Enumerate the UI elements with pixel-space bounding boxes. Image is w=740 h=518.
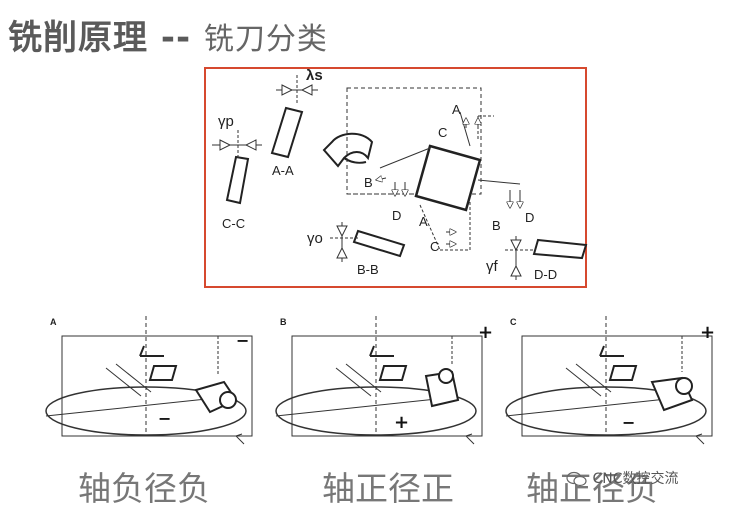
label-gamma-o: γo	[307, 230, 323, 247]
label-gamma-f: γf	[486, 258, 499, 275]
caption-panel-a: 轴负径负	[78, 469, 210, 508]
label-a-bottom: A	[419, 214, 428, 229]
rotation-arrow-icon	[322, 132, 374, 168]
panel-c-sign-top: +	[700, 322, 715, 343]
section-dd: γf D-D	[486, 236, 588, 282]
label-c-top: C	[438, 125, 447, 140]
panel-b-sign-bottom: +	[394, 412, 409, 433]
label-a-top: A	[452, 102, 461, 117]
panel-b-letter: B	[280, 317, 287, 327]
central-insert: A C B D A C B D	[346, 87, 534, 254]
panel-c: C + −	[505, 316, 715, 445]
wechat-icon	[566, 471, 587, 487]
label-lambda-s: λs	[306, 67, 323, 84]
label-dd: D-D	[534, 267, 557, 282]
panel-a: A − −	[45, 316, 253, 445]
section-aa: λs A-A	[270, 67, 323, 178]
label-aa: A-A	[272, 163, 294, 178]
label-c-bottom: C	[430, 239, 439, 254]
label-d-left: D	[392, 208, 401, 223]
panel-c-letter: C	[510, 317, 517, 327]
panel-a-letter: A	[50, 317, 57, 327]
panel-c-sign-bottom: −	[622, 413, 635, 432]
panel-a-sign-bottom: −	[158, 409, 171, 428]
diagram-frame	[204, 67, 587, 288]
label-gamma-p: γp	[218, 113, 234, 130]
panel-b-sign-top: +	[478, 322, 493, 343]
label-cc: C-C	[222, 216, 245, 231]
watermark-text: CNC数控交流	[592, 471, 679, 487]
label-bb: B-B	[357, 262, 379, 277]
label-d-right: D	[525, 210, 534, 225]
label-b-left: B	[364, 175, 373, 190]
panel-a-sign-top: −	[236, 331, 249, 350]
section-cc: γp C-C	[212, 113, 262, 231]
watermark: CNC数控交流	[566, 468, 678, 488]
title-sub: 铣刀分类	[203, 22, 328, 57]
section-bb: γo B-B	[307, 222, 406, 277]
label-b-right: B	[492, 218, 501, 233]
title-main: 铣削原理 --	[8, 18, 192, 58]
page-title: 铣削原理 -- 铣刀分类	[8, 10, 328, 59]
panel-b: B + +	[275, 316, 493, 445]
caption-panel-c: 轴正径负	[526, 469, 658, 508]
caption-panel-b: 轴正径正	[322, 469, 454, 508]
